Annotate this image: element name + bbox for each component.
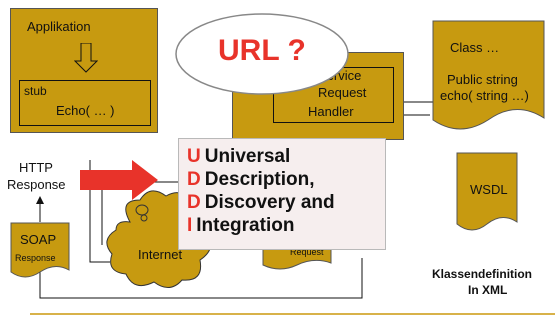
left-connector: [89, 160, 110, 263]
class-line-1: Class …: [450, 40, 500, 55]
uddi-text-discovery: Discovery and: [204, 192, 335, 213]
class-line-3: echo( string …): [440, 88, 529, 103]
klassen-line-1: Klassendefinition: [432, 267, 533, 281]
uddi-letter-i: I: [187, 215, 193, 236]
stub-label: stub: [24, 84, 47, 98]
url-callout-text: URL ?: [218, 34, 306, 67]
internet-label: Internet: [138, 247, 183, 262]
uddi-letter-u: U: [187, 146, 201, 167]
http-response-line-1: HTTP: [19, 160, 53, 175]
echo-call-label: Echo( … ): [56, 103, 115, 118]
klassen-line-2: In XML: [468, 283, 508, 297]
url-callout-shape: [175, 13, 349, 95]
uddi-text-universal: Universal: [204, 146, 291, 167]
wsdl-doc-shape: [456, 152, 518, 231]
class-doc-shape: [432, 20, 545, 130]
soap-request-label: Request: [290, 247, 324, 257]
uddi-text-description: Description,: [204, 169, 315, 190]
applikation-box: Applikation stub Echo( … ): [10, 8, 158, 133]
class-line-2: Public string: [447, 72, 518, 87]
soap-response-shape: [10, 222, 70, 278]
http-response-line-2: Response: [7, 177, 66, 192]
uddi-letter-d2: D: [187, 192, 201, 213]
stub-box: stub Echo( … ): [19, 80, 151, 126]
bottom-connector: [39, 258, 363, 299]
handler-line-2: Request: [318, 85, 367, 100]
uddi-letter-d1: D: [187, 169, 201, 190]
handler-line-3: Handler: [308, 104, 354, 119]
down-arrow-icon: [74, 43, 98, 73]
soap-response-line-2: Response: [15, 253, 56, 263]
red-arrow-icon: [80, 160, 158, 200]
soap-response-line-1: SOAP: [20, 232, 57, 247]
wsdl-label: WSDL: [470, 182, 508, 197]
uddi-text-integration: Integration: [196, 215, 295, 236]
applikation-title: Applikation: [27, 19, 91, 34]
